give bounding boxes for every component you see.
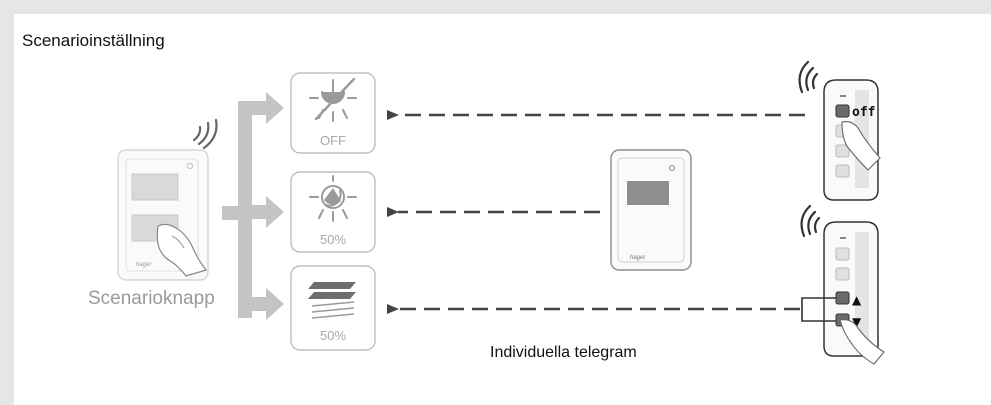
box-light-dim: 50% [290, 171, 376, 253]
off-button-label: off [852, 105, 875, 120]
brand-logo-2: hager [630, 255, 646, 261]
box-light-off-label: OFF [320, 133, 346, 148]
box-shutter-label: 50% [320, 328, 346, 343]
frame-left-border [0, 0, 14, 405]
box-shutter: 50% [290, 265, 376, 351]
diagram-title: Scenarioinställning [22, 31, 165, 50]
remote-control-top: off [798, 60, 881, 201]
box-light-off: OFF [290, 72, 376, 154]
telegram-arrows [387, 110, 805, 314]
light-off-icon [309, 77, 357, 122]
scenario-button-caption: Scenarioknapp [88, 288, 215, 309]
shutter-icon [308, 282, 356, 319]
individual-telegrams-caption: Individuella telegram [490, 344, 637, 361]
remote-control-bottom: ▲ ▼ [800, 204, 885, 365]
wall-transmitter: hager [610, 149, 692, 271]
distribution-arrows [222, 92, 284, 320]
brand-logo: hager [136, 262, 152, 268]
box-light-dim-label: 50% [320, 232, 346, 247]
frame-top-border [0, 0, 991, 14]
dimmed-light-icon [309, 175, 357, 222]
down-button-label: ▼ [852, 315, 862, 329]
scenario-wall-switch: hager [117, 118, 218, 281]
up-button-label: ▲ [852, 293, 862, 307]
